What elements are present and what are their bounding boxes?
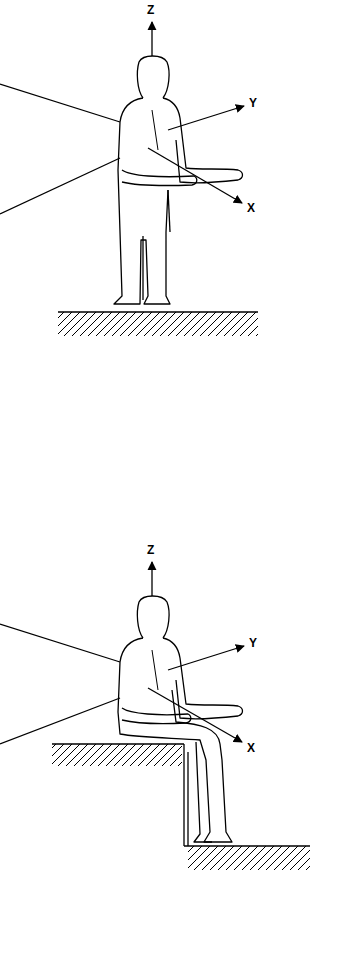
ground-hatch bbox=[184, 846, 310, 870]
y-axis-arrow bbox=[168, 106, 244, 130]
ground-hatch bbox=[58, 312, 258, 336]
x-axis-arrow bbox=[148, 148, 242, 203]
axis-line bbox=[0, 698, 120, 744]
z-axis-arrow bbox=[151, 562, 152, 596]
axis-line bbox=[0, 158, 120, 214]
axis-label: Y bbox=[249, 636, 257, 650]
axis-label: Y bbox=[249, 96, 257, 110]
axis-line bbox=[0, 624, 120, 662]
axis-line bbox=[0, 84, 120, 122]
axis-label: Z bbox=[147, 3, 154, 17]
x-axis-arrow bbox=[148, 688, 242, 742]
axis-label: X bbox=[247, 741, 255, 755]
z-axis-arrow bbox=[151, 22, 152, 56]
seat-hatch bbox=[52, 744, 188, 846]
sitting-figure bbox=[118, 596, 243, 842]
standing-figure bbox=[114, 56, 243, 304]
y-axis-arrow bbox=[168, 646, 244, 670]
axis-label: Z bbox=[147, 543, 154, 557]
axis-label: X bbox=[247, 201, 255, 215]
